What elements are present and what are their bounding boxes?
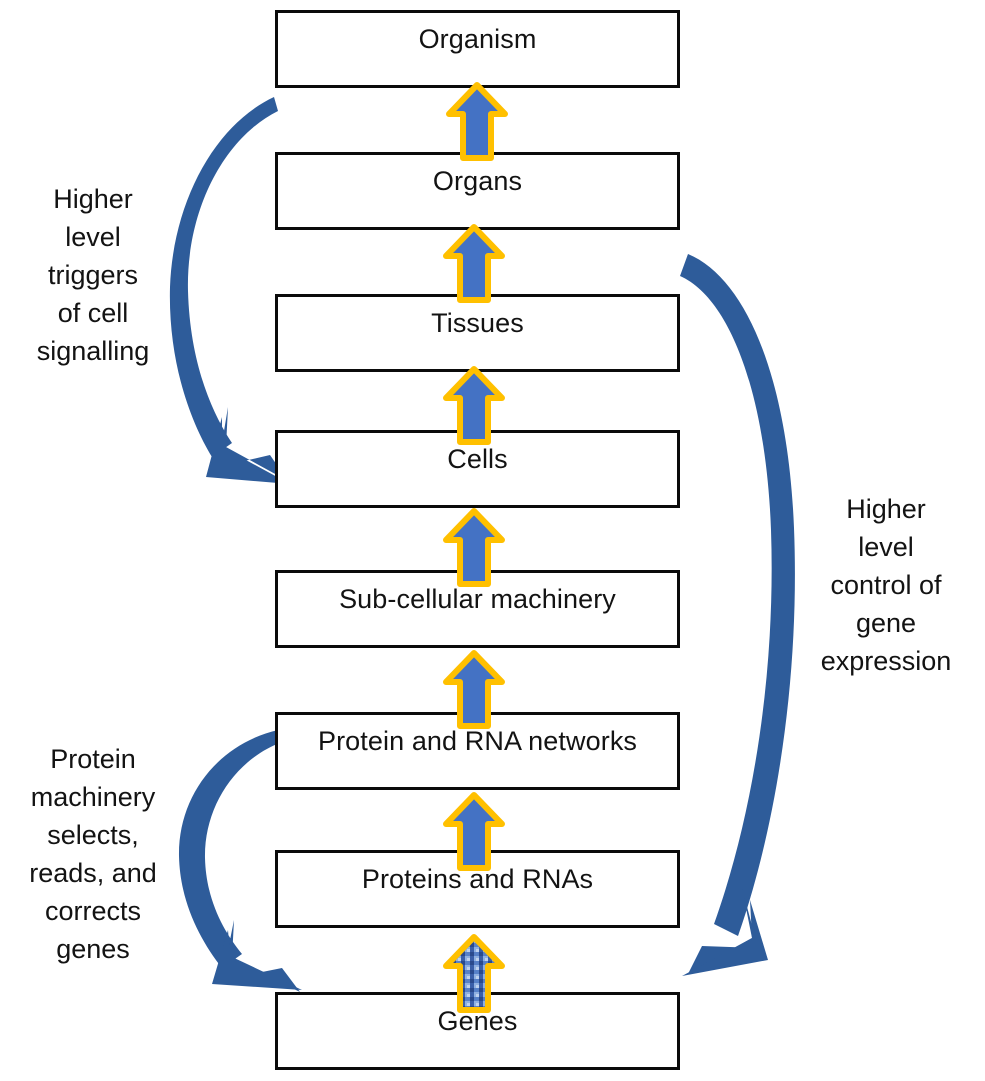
level-label-sub-cellular: Sub-cellular machinery — [339, 584, 616, 614]
caption-line: level — [65, 222, 121, 252]
level-label-organism: Organism — [418, 24, 537, 54]
caption-line: machinery — [30, 782, 156, 812]
feedback-arrow-cell-signalling — [169, 95, 305, 495]
level-box-organism[interactable]: Organism — [275, 10, 680, 88]
caption-line: signalling — [36, 336, 150, 366]
caption-cell-signalling: Higher level triggers of cell signalling — [8, 180, 178, 370]
up-arrow-networks-to-subcellular — [443, 650, 505, 730]
caption-line: level — [858, 532, 914, 562]
feedback-arrow-protein-machinery — [178, 730, 308, 992]
level-box-organs[interactable]: Organs — [275, 152, 680, 230]
up-arrow-proteins-to-networks — [443, 792, 505, 872]
level-label-protein-rna-networks: Protein and RNA networks — [317, 726, 638, 756]
up-arrow-cells-to-tissues — [443, 366, 505, 446]
up-arrow-tissues-to-organs — [443, 224, 505, 304]
up-arrow-subcellular-to-cells — [443, 508, 505, 588]
caption-line: reads, and — [29, 858, 157, 888]
level-label-cells: Cells — [447, 444, 508, 474]
level-label-organs: Organs — [432, 166, 523, 196]
caption-line: Higher — [846, 494, 926, 524]
caption-line: selects, — [47, 820, 139, 850]
caption-line: triggers — [47, 260, 139, 290]
feedback-arrow-gene-expression-control — [672, 248, 812, 996]
level-box-protein-rna-networks[interactable]: Protein and RNA networks — [275, 712, 680, 790]
caption-line: Higher — [53, 184, 133, 214]
up-arrow-organs-to-organism — [446, 82, 508, 162]
caption-line: Protein — [50, 744, 136, 774]
caption-gene-expression-control: Higher level control of gene expression — [800, 490, 972, 680]
caption-line: genes — [56, 934, 130, 964]
caption-line: control of — [830, 570, 942, 600]
level-box-genes[interactable]: Genes — [275, 992, 680, 1070]
caption-line: of cell — [57, 298, 129, 328]
up-arrow-genes-to-proteins-textured — [443, 934, 505, 1014]
level-label-tissues: Tissues — [431, 308, 524, 338]
caption-line: expression — [820, 646, 952, 676]
caption-protein-machinery: Protein machinery selects, reads, and co… — [4, 740, 182, 968]
caption-line: gene — [855, 608, 917, 638]
caption-line: corrects — [44, 896, 142, 926]
level-box-tissues[interactable]: Tissues — [275, 294, 680, 372]
